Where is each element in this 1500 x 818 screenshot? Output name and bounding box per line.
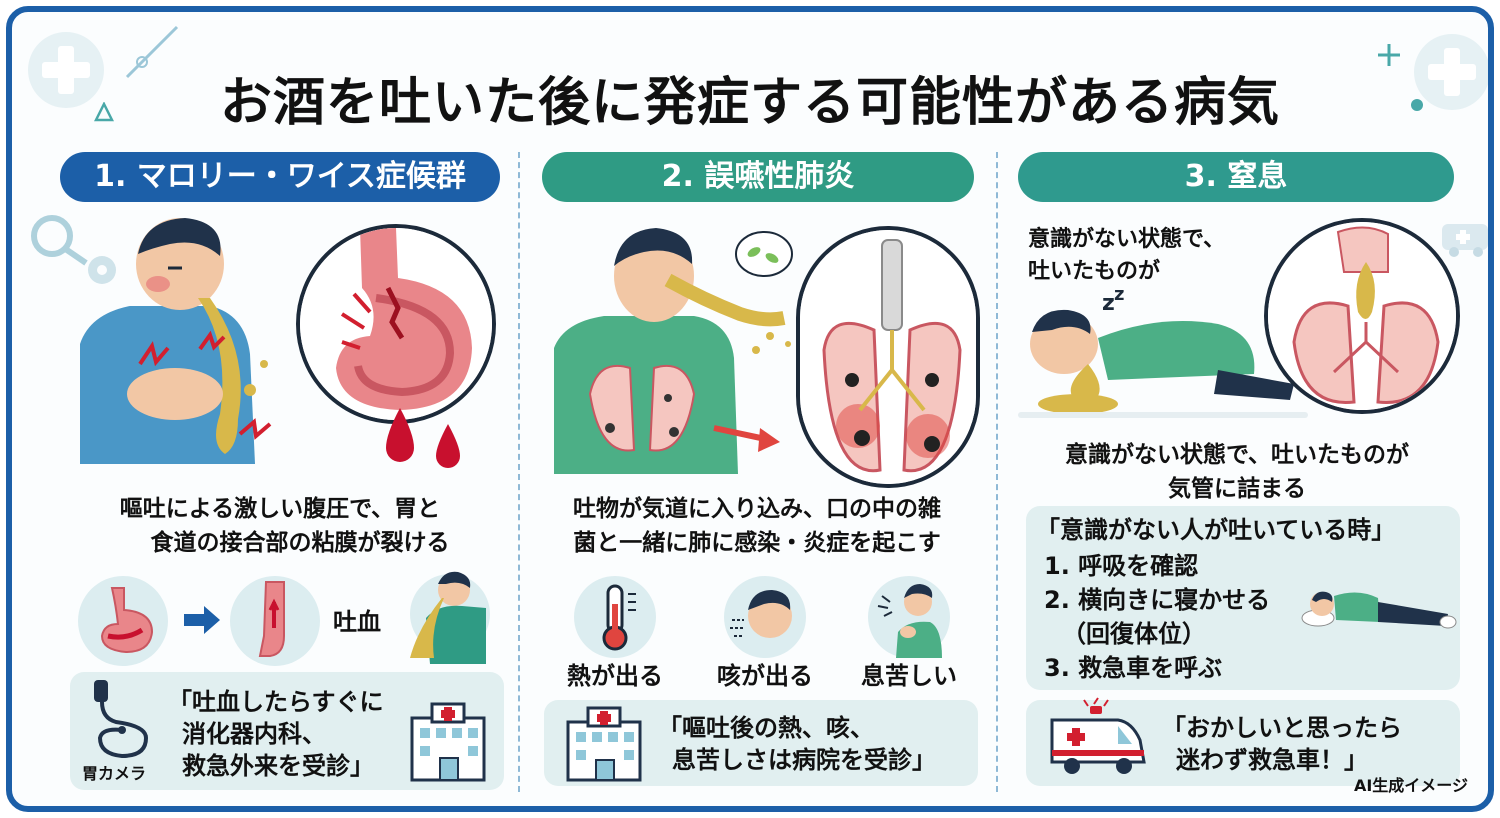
vomiting-blood-man-icon xyxy=(410,571,490,664)
esophagus-circle xyxy=(230,576,320,666)
advice-text-3: 「おかしいと思ったら 迷わず救急車！」 xyxy=(1162,714,1402,774)
advice-text-1: 「吐血したらすぐに 消化器内科、 救急外来を受診」 xyxy=(168,688,384,780)
airway-obstruction-closeup xyxy=(1264,218,1460,414)
unconscious-man-illustration: z z xyxy=(1018,284,1308,418)
section-description-2: 吐物が気道に入り込み、口の中の雑 菌と一緒に肺に感染・炎症を起こす xyxy=(573,496,941,556)
ambulance-icon xyxy=(1050,697,1146,774)
medical-cross-decoration-right-icon xyxy=(1414,34,1488,110)
gear-decoration-icon xyxy=(31,215,116,284)
vomiting-man-illustration xyxy=(80,218,272,464)
section-description-3: 意識がない状態で、吐いたものが 気管に詰まる xyxy=(1064,442,1410,502)
section-heading-2: 2. 誤嚥性肺炎 xyxy=(542,152,974,202)
section-description-1: 嘔吐による激しい腹圧で、胃と 食道の接合部の粘膜が裂ける xyxy=(119,496,450,556)
hospital-icon xyxy=(410,702,486,782)
arrow-right-icon xyxy=(184,606,220,634)
stomach-icon xyxy=(300,228,492,420)
svg-text:z: z xyxy=(1102,291,1115,316)
section-heading-3: 3. 窒息 xyxy=(1018,152,1454,202)
fever-circle xyxy=(574,576,656,658)
first-aid-step-2-note: （回復体位） xyxy=(1062,620,1206,648)
section-mallory-weiss: 1. マロリー・ワイス症候群 xyxy=(60,148,504,798)
coughing-man-lungs-illustration xyxy=(554,228,791,474)
germ-bubble-icon xyxy=(735,231,793,277)
infographic-frame: お酒を吐いた後に発症する可能性がある病気 1. マロリー・ワイス症候群 xyxy=(6,6,1494,812)
page-title: お酒を吐いた後に発症する可能性がある病気 xyxy=(219,73,1280,133)
endoscope-icon xyxy=(94,680,149,759)
first-aid-step-3: 3. 救急車を呼ぶ xyxy=(1044,654,1223,682)
blood-drops-icon xyxy=(386,408,460,468)
inflamed-lungs-closeup xyxy=(796,226,980,488)
cough-circle xyxy=(724,576,806,658)
coughing-face-icon xyxy=(730,590,792,638)
stomach-small-icon xyxy=(100,587,154,654)
plus-decoration-icon xyxy=(1378,44,1400,66)
endoscope-label: 胃カメラ xyxy=(82,764,147,783)
first-aid-box xyxy=(1026,506,1460,690)
stomach-tear-closeup xyxy=(296,224,496,424)
medical-cross-decoration-icon xyxy=(28,32,104,108)
recovery-position-icon xyxy=(1301,591,1457,629)
esophagus-tear-icon xyxy=(258,581,285,657)
column-divider-2 xyxy=(996,152,998,792)
first-aid-step-1: 1. 呼吸を確認 xyxy=(1044,552,1199,580)
ai-generated-credit: AI生成イメージ xyxy=(1353,776,1468,795)
symptom-cough-label: 咳が出る xyxy=(717,662,813,690)
scene-caption: 意識がない状態で、 吐いたものが xyxy=(1028,227,1226,284)
hematemesis-label: 吐血 xyxy=(333,608,381,636)
first-aid-title: 「意識がない人が吐いている時」 xyxy=(1036,516,1396,544)
section-heading-1: 1. マロリー・ワイス症候群 xyxy=(60,152,500,202)
hospital-icon-2 xyxy=(566,706,642,782)
stomach-circle xyxy=(78,576,168,666)
symptom-breathless-label: 息苦しい xyxy=(861,662,957,690)
thermometer-icon xyxy=(602,584,636,651)
advice-text-2: 「嘔吐後の熱、咳、 息苦しさは病院を受診」 xyxy=(658,714,936,774)
first-aid-step-2: 2. 横向きに寝かせる xyxy=(1044,586,1271,614)
triangle-decoration-icon xyxy=(94,102,114,122)
dot-decoration-icon xyxy=(1411,99,1423,111)
section-suffocation: 3. 窒息 意識がない状態で、 吐いたものが z z xyxy=(1014,148,1462,798)
line-decoration-icon xyxy=(125,25,179,79)
column-divider-1 xyxy=(518,152,520,792)
lungs-icon xyxy=(800,230,976,484)
section-aspiration-pneumonia: 2. 誤嚥性肺炎 xyxy=(534,148,980,798)
breathless-circle xyxy=(868,576,950,658)
symptom-fever-label: 熱が出る xyxy=(567,662,663,690)
breathless-man-icon xyxy=(877,584,942,658)
ambulance-decoration-icon xyxy=(1442,224,1488,257)
airway-lungs-icon xyxy=(1268,222,1456,410)
svg-text:z: z xyxy=(1114,284,1124,305)
